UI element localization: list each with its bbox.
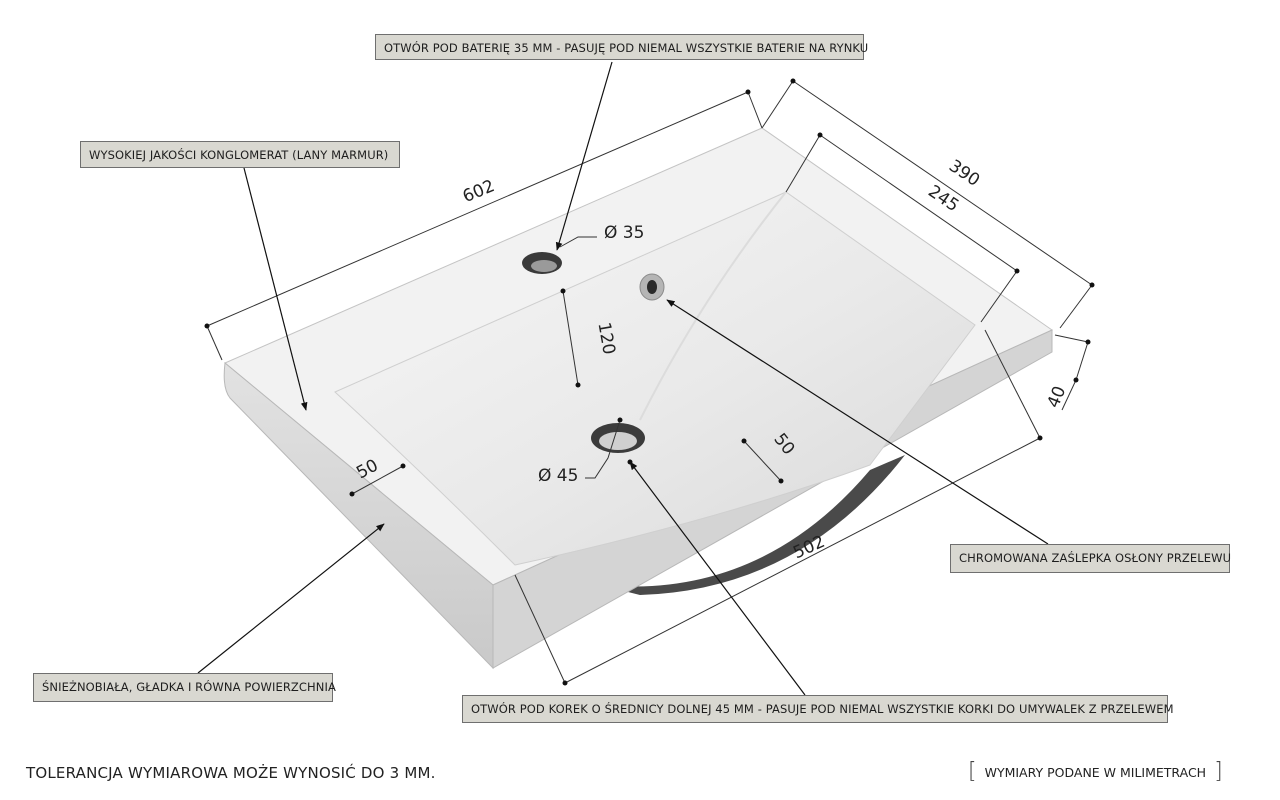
dim-basin-length: 502 bbox=[790, 532, 828, 563]
callout-arrows bbox=[197, 61, 1049, 696]
units-bracket-open: [ bbox=[968, 759, 977, 784]
callout-tap-hole: OTWÓR POD BATERIĘ 35 MM - PASUJĘ POD NIE… bbox=[375, 34, 868, 60]
dim-tap-hole-dia: Ø 35 bbox=[604, 223, 644, 243]
basin-underside bbox=[600, 455, 905, 595]
arrow-korek bbox=[629, 461, 806, 696]
dim-height: 40 bbox=[1044, 383, 1071, 411]
basin-front-left-side bbox=[223, 362, 494, 670]
callout-drain-hole: OTWÓR POD KOREK O ŚREDNICY DOLNEJ 45 MM … bbox=[462, 695, 1174, 723]
units-note-text: WYMIARY PODANE W MILIMETRACH bbox=[984, 764, 1207, 780]
callout-material: WYSOKIEJ JAKOŚCI KONGLOMERAT (LANY MARMU… bbox=[80, 141, 400, 168]
dim-drain-dia: Ø 45 bbox=[538, 466, 578, 486]
dimension-dots bbox=[204, 78, 1095, 686]
dimension-lines bbox=[206, 80, 1093, 684]
arrow-powierzchnia bbox=[197, 523, 385, 674]
arrow-bateria bbox=[555, 61, 613, 251]
units-note: [ WYMIARY PODANE W MILIMETRACH ] bbox=[968, 759, 1223, 784]
basin-bowl bbox=[334, 191, 976, 566]
units-bracket-close: ] bbox=[1214, 759, 1223, 784]
callout-overflow-cover: CHROMOWANA ZAŚLEPKA OSŁONY PRZELEWU bbox=[950, 544, 1231, 573]
dim-depth: 390 bbox=[945, 156, 983, 191]
washbasin-body bbox=[223, 127, 1054, 670]
arrow-zaslepka bbox=[666, 299, 1049, 545]
callout-surface: ŚNIEŻNOBIAŁA, GŁADKA I RÓWNA POWIERZCHNI… bbox=[33, 673, 336, 702]
tolerance-note: TOLERANCJA WYMIAROWA MOŻE WYNOSIĆ DO 3 M… bbox=[26, 764, 436, 782]
arrow-konglomerat bbox=[243, 167, 308, 411]
